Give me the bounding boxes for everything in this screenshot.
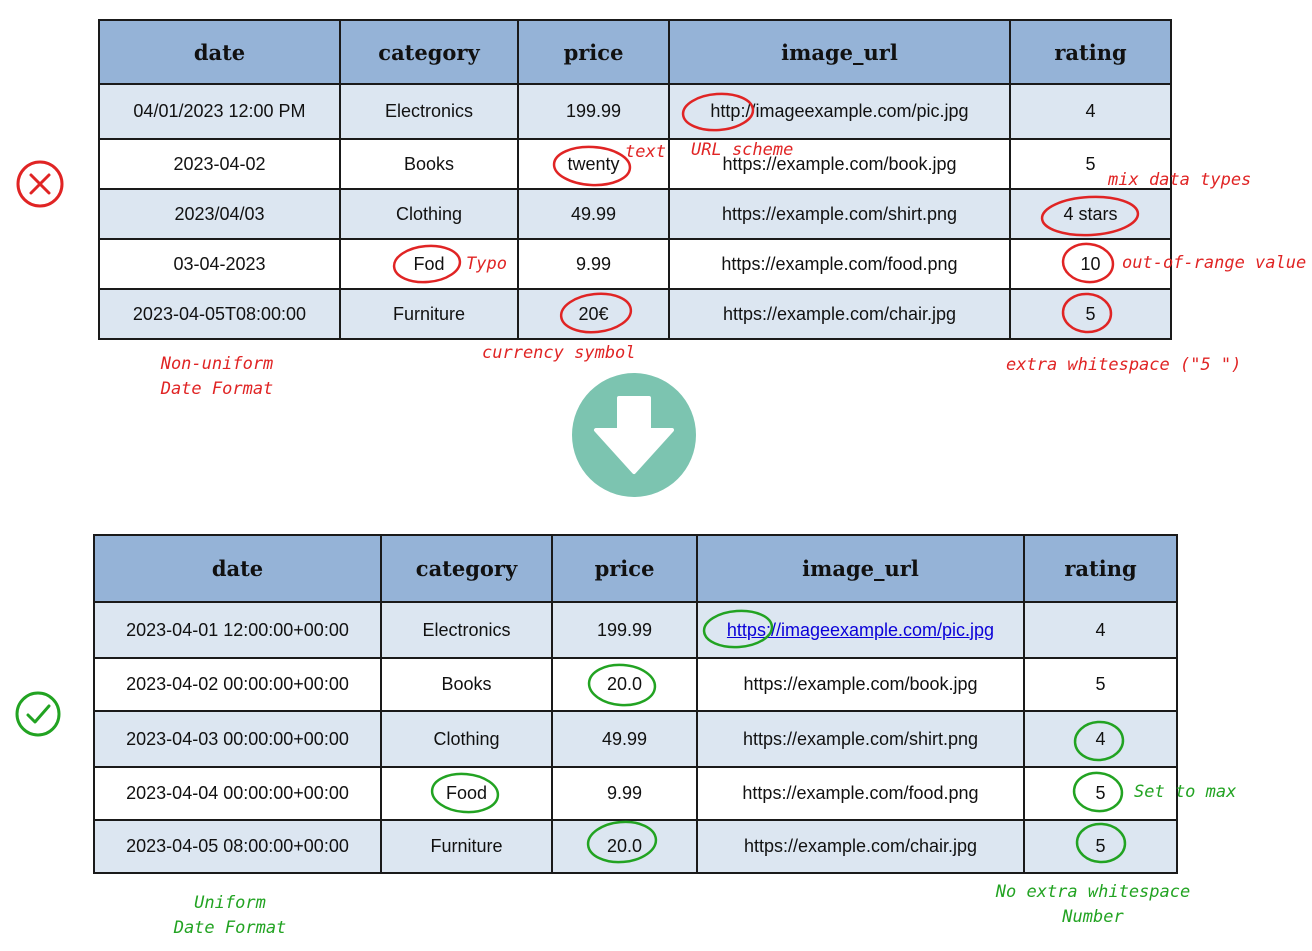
cell-rating: 5	[1009, 138, 1172, 190]
cell-price: 20€	[517, 288, 670, 340]
cell-category: Food	[380, 766, 553, 821]
x-circle-icon	[16, 160, 64, 208]
cell-image-url: https://example.com/food.png	[668, 238, 1011, 290]
header-price: price	[551, 534, 698, 603]
cell-rating: 4	[1009, 83, 1172, 140]
cell-date: 2023-04-05 08:00:00+00:00	[93, 819, 382, 874]
cell-date: 2023-04-03 00:00:00+00:00	[93, 710, 382, 768]
arrow-down-icon	[572, 373, 696, 497]
cell-date: 2023-04-04 00:00:00+00:00	[93, 766, 382, 821]
cell-image-url: http://imageexample.com/pic.jpg	[668, 83, 1011, 140]
cell-image-url: https://example.com/chair.jpg	[668, 288, 1011, 340]
cell-category: Books	[339, 138, 519, 190]
cell-price: 9.99	[551, 766, 698, 821]
cell-category: Furniture	[380, 819, 553, 874]
cell-image-url: https://example.com/shirt.png	[696, 710, 1025, 768]
cell-date: 2023-04-02 00:00:00+00:00	[93, 657, 382, 712]
cell-image-url: https://example.com/book.jpg	[668, 138, 1011, 190]
table-row: 2023-04-03 00:00:00+00:00 Clothing 49.99…	[93, 710, 1178, 768]
cell-image-url: https://example.com/food.png	[696, 766, 1025, 821]
cell-price: twenty	[517, 138, 670, 190]
table-row: 04/01/2023 12:00 PM Electronics 199.99 h…	[98, 83, 1172, 140]
cell-category: Electronics	[380, 601, 553, 659]
cell-rating: 5	[1023, 657, 1178, 712]
header-rating: rating	[1009, 19, 1172, 85]
table-before-cleaning: date category price image_url rating 04/…	[98, 19, 1172, 340]
cell-price: 20.0	[551, 819, 698, 874]
table-header-row: date category price image_url rating	[98, 19, 1172, 85]
cell-rating: 10	[1009, 238, 1172, 290]
cell-date: 2023-04-01 12:00:00+00:00	[93, 601, 382, 659]
cell-rating: 5	[1023, 766, 1178, 821]
cell-price: 20.0	[551, 657, 698, 712]
annotation-date-line2: Date Format	[160, 379, 274, 399]
cell-price: 9.99	[517, 238, 670, 290]
annotation-whitespace-line1: No extra whitespace	[995, 882, 1190, 902]
cell-price: 199.99	[517, 83, 670, 140]
table-after-cleaning: date category price image_url rating 202…	[93, 534, 1178, 874]
annotation-currency: currency symbol	[482, 343, 636, 363]
cell-date: 2023/04/03	[98, 188, 341, 240]
header-date: date	[98, 19, 341, 85]
header-rating: rating	[1023, 534, 1178, 603]
header-image-url: image_url	[696, 534, 1025, 603]
table-row: 2023-04-05T08:00:00 Furniture 20€ https:…	[98, 288, 1172, 340]
cell-category: Clothing	[380, 710, 553, 768]
table-row: 2023-04-04 00:00:00+00:00 Food 9.99 http…	[93, 766, 1178, 821]
cell-rating: 4	[1023, 601, 1178, 659]
cell-rating: 5	[1009, 288, 1172, 340]
table-row: 2023-04-01 12:00:00+00:00 Electronics 19…	[93, 601, 1178, 659]
cell-price: 199.99	[551, 601, 698, 659]
cell-image-url: https://example.com/book.jpg	[696, 657, 1025, 712]
table-row: 03-04-2023 Fod 9.99 https://example.com/…	[98, 238, 1172, 290]
header-image-url: image_url	[668, 19, 1011, 85]
cell-price: 49.99	[551, 710, 698, 768]
annotation-date-line1: Uniform	[194, 893, 266, 913]
annotation-whitespace: extra whitespace ("5 ")	[1006, 355, 1241, 375]
cell-date: 04/01/2023 12:00 PM	[98, 83, 341, 140]
header-category: category	[339, 19, 519, 85]
cell-rating: 5	[1023, 819, 1178, 874]
cell-date: 2023-04-02	[98, 138, 341, 190]
cell-category: Clothing	[339, 188, 519, 240]
cell-rating: 4 stars	[1009, 188, 1172, 240]
cell-image-url: https://imageexample.com/pic.jpg	[696, 601, 1025, 659]
cell-category: Electronics	[339, 83, 519, 140]
image-url-link[interactable]: https://imageexample.com/pic.jpg	[726, 619, 995, 640]
table-row: 2023/04/03 Clothing 49.99 https://exampl…	[98, 188, 1172, 240]
cell-date: 03-04-2023	[98, 238, 341, 290]
check-circle-icon	[15, 691, 61, 737]
cell-date: 2023-04-05T08:00:00	[98, 288, 341, 340]
annotation-whitespace-line2: Number	[1061, 907, 1124, 927]
cell-category: Fod	[339, 238, 519, 290]
cell-category: Books	[380, 657, 553, 712]
cell-rating: 4	[1023, 710, 1178, 768]
table-row: 2023-04-02 00:00:00+00:00 Books 20.0 htt…	[93, 657, 1178, 712]
cell-price: 49.99	[517, 188, 670, 240]
table-row: 2023-04-02 Books twenty https://example.…	[98, 138, 1172, 190]
header-date: date	[93, 534, 382, 603]
annotation-date-line2: Date Format	[173, 918, 287, 938]
header-price: price	[517, 19, 670, 85]
table-header-row: date category price image_url rating	[93, 534, 1178, 603]
table-row: 2023-04-05 08:00:00+00:00 Furniture 20.0…	[93, 819, 1178, 874]
header-category: category	[380, 534, 553, 603]
cell-image-url: https://example.com/chair.jpg	[696, 819, 1025, 874]
cell-category: Furniture	[339, 288, 519, 340]
annotation-date-line1: Non-uniform	[160, 354, 274, 374]
cell-image-url: https://example.com/shirt.png	[668, 188, 1011, 240]
